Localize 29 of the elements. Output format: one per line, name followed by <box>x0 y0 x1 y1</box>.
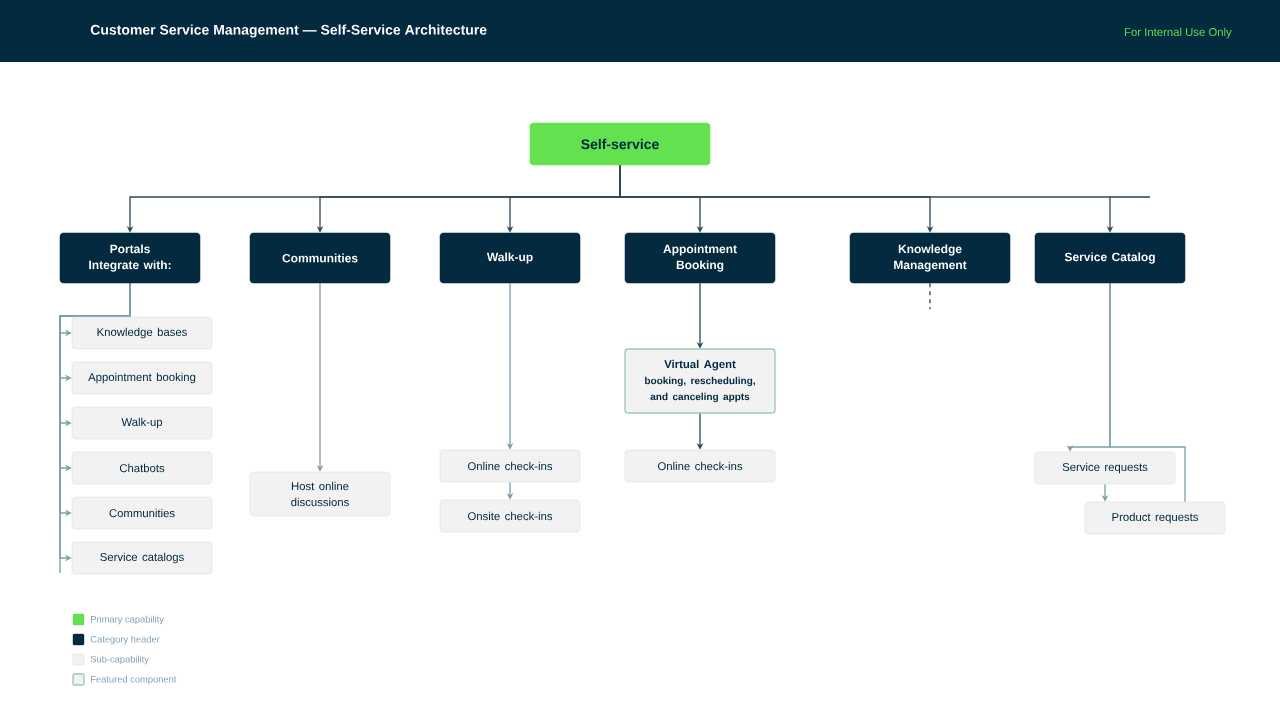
category-box: Communities <box>249 232 391 284</box>
connector-line <box>1109 282 1186 503</box>
dashed-stub-line <box>929 282 931 310</box>
legend-label: Category header <box>90 635 160 645</box>
primary-box: Self-service <box>529 122 711 166</box>
featured-box: Virtual Agent booking, rescheduling, and canceling appts <box>624 348 776 414</box>
page-title: Customer Service Management — Self-Service Architecture <box>90 24 487 38</box>
category-box: Knowledge Management <box>849 232 1011 284</box>
sub-capability-box: Chatbots <box>71 451 213 485</box>
sub-capability-box: Online check-ins <box>624 449 776 483</box>
category-box: Walk-up <box>439 232 581 284</box>
sub-capability-box: Host online discussions <box>249 471 391 517</box>
arrow <box>619 164 1114 233</box>
sub-capability-box: Walk-up <box>71 406 213 440</box>
sub-capability-box: Appointment booking <box>71 361 213 395</box>
usage-note: For Internal Use Only <box>1124 27 1232 39</box>
sub-capability-box: Onsite check-ins <box>439 499 581 533</box>
sub-capability-box: Product requests <box>1084 501 1226 535</box>
sub-capability-box: Service catalogs <box>71 541 213 575</box>
sub-capability-box: Communities <box>71 496 213 530</box>
sub-capability-box: Knowledge bases <box>71 316 213 350</box>
sub-capability-box: Service requests <box>1034 451 1176 485</box>
category-box: Service Catalog <box>1034 232 1186 284</box>
legend-label: Sub-capability <box>90 655 149 665</box>
category-box: Portals Integrate with: <box>59 232 201 284</box>
sub-capability-box: Online check-ins <box>439 449 581 483</box>
category-box: Appointment Booking <box>624 232 776 284</box>
legend-label: Featured component <box>91 675 177 685</box>
legend-label: Primary capability <box>91 615 164 625</box>
